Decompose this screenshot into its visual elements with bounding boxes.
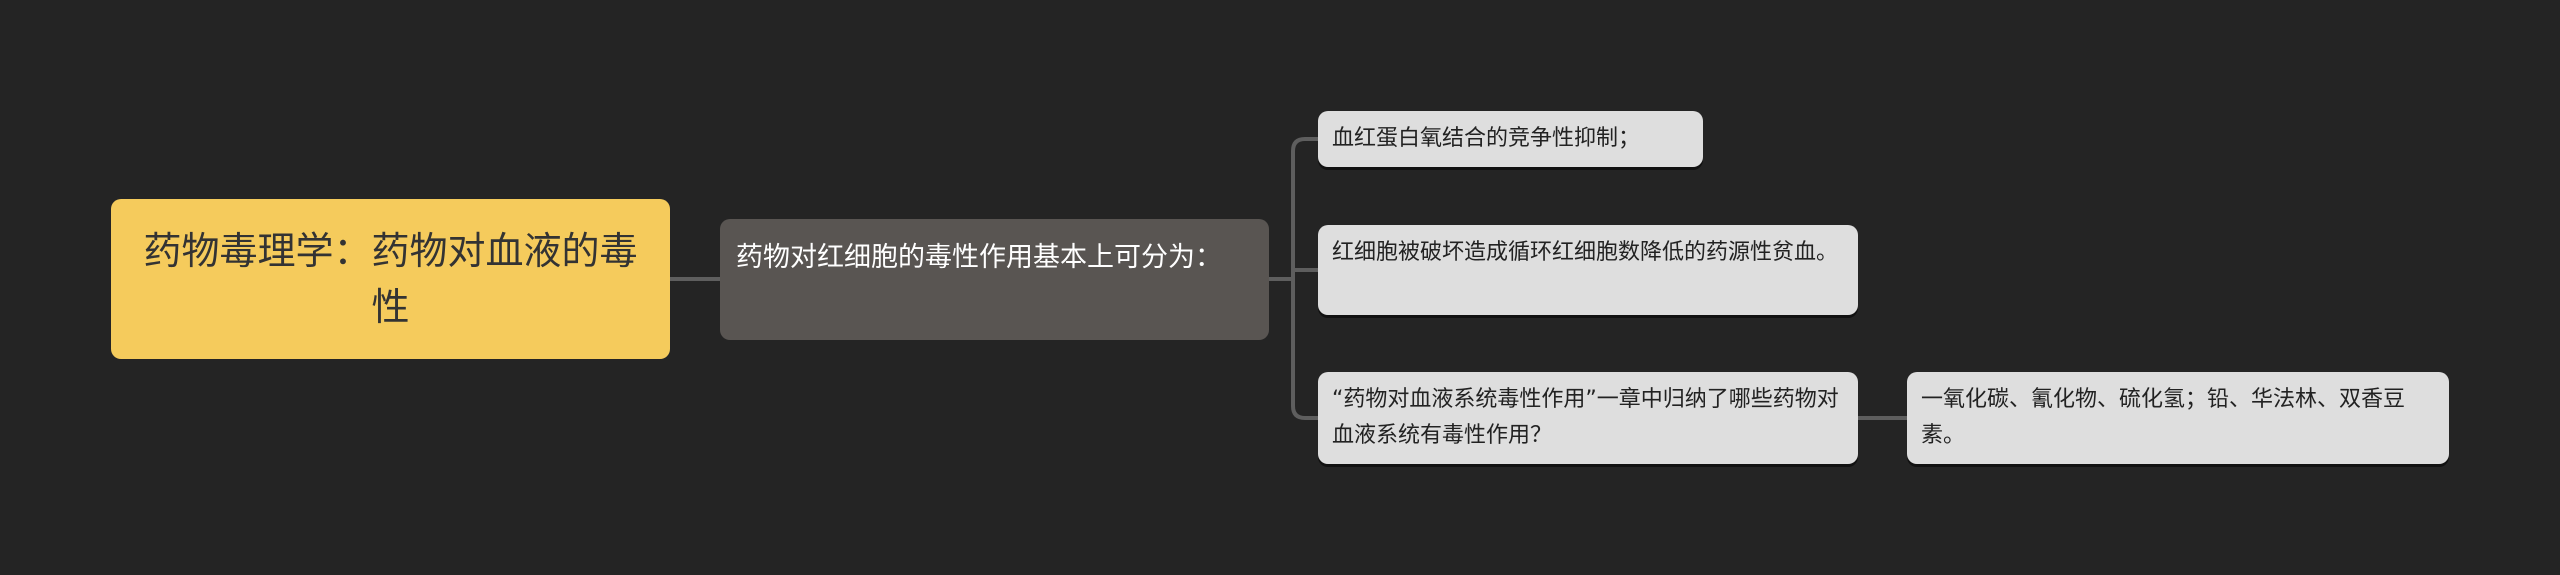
subtopic-3[interactable]: “药物对血液系统毒性作用”一章中归纳了哪些药物对血液系统有毒性作用？ <box>1318 372 1858 464</box>
root-topic-text: 药物毒理学：药物对血液的毒性 <box>143 229 638 329</box>
subtopic-text: 红细胞被破坏造成循环红细胞数降低的药源性贫血。 <box>1332 240 1839 265</box>
main-topic-text: 药物对红细胞的毒性作用基本上可分为： <box>736 242 1222 273</box>
subtopic-text: 血红蛋白氧结合的竞争性抑制； <box>1332 126 1641 151</box>
subtopic-text: “药物对血液系统毒性作用”一章中归纳了哪些药物对血液系统有毒性作用？ <box>1332 387 1839 448</box>
root-topic[interactable]: 药物毒理学：药物对血液的毒性 <box>111 199 670 359</box>
connector-bracket <box>1291 137 1318 420</box>
subtopic-1[interactable]: 血红蛋白氧结合的竞争性抑制； <box>1318 111 1703 167</box>
answer-topic[interactable]: 一氧化碳、氰化物、硫化氢；铅、华法林、双香豆素。 <box>1907 372 2449 464</box>
main-topic[interactable]: 药物对红细胞的毒性作用基本上可分为： <box>720 219 1269 340</box>
subtopic-2[interactable]: 红细胞被破坏造成循环红细胞数降低的药源性贫血。 <box>1318 225 1858 315</box>
answer-text: 一氧化碳、氰化物、硫化氢；铅、华法林、双香豆素。 <box>1921 387 2406 448</box>
